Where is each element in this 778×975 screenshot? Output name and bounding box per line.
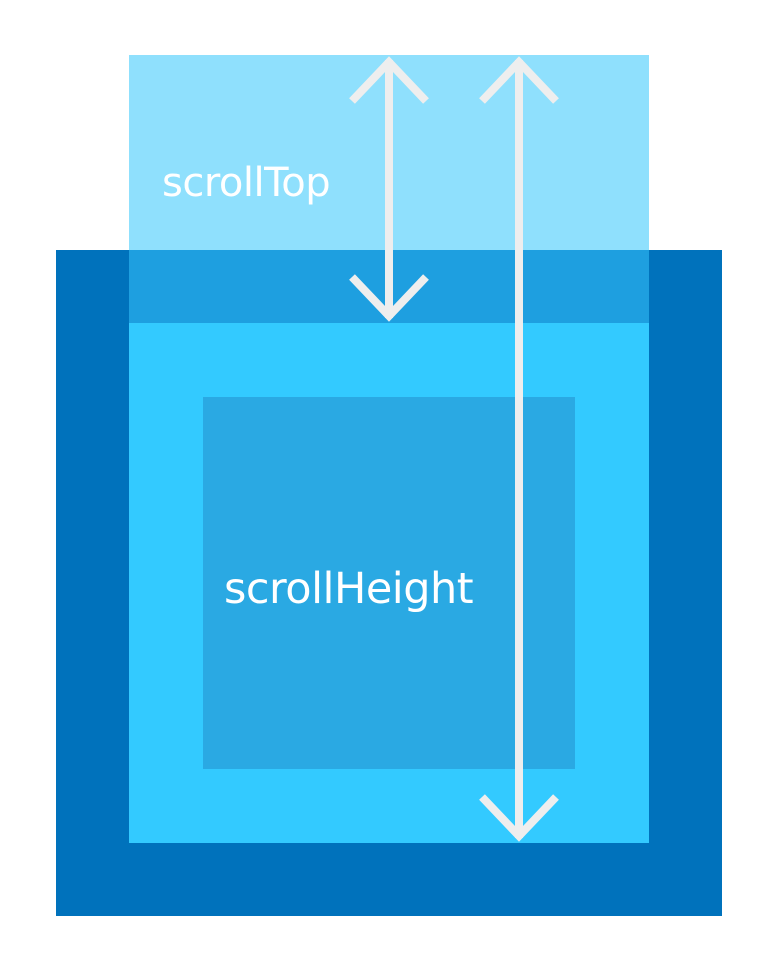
scroll-top-arrow bbox=[349, 56, 429, 322]
scroll-top-label: scrollTop bbox=[162, 160, 331, 206]
scroll-height-arrow-head-up bbox=[479, 56, 559, 104]
scroll-top-arrow-head-down bbox=[349, 274, 429, 322]
scroll-top-arrow-head-up bbox=[349, 56, 429, 104]
inner-content-box bbox=[203, 397, 575, 769]
scroll-height-label: scrollHeight bbox=[224, 564, 474, 614]
scroll-height-arrow-head-down bbox=[479, 794, 559, 842]
scroll-height-arrow bbox=[479, 56, 559, 842]
